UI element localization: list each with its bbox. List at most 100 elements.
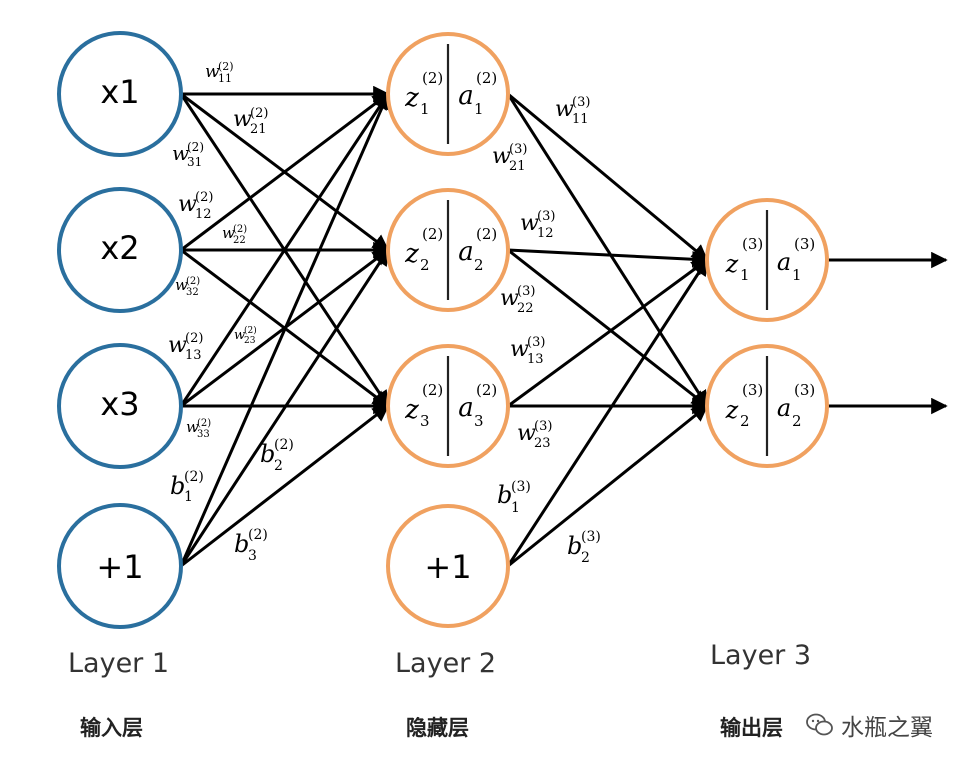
layer-2-label: Layer 2 <box>395 648 497 679</box>
svg-text:21: 21 <box>250 122 267 137</box>
svg-text:w: w <box>500 286 519 311</box>
svg-text:(2): (2) <box>195 190 213 205</box>
svg-text:z: z <box>725 250 739 278</box>
label-w12-2: w (2) 12 <box>178 190 213 222</box>
label-b1-2: b (2) 1 <box>170 469 204 505</box>
label-w11-2: w (2) 11 <box>205 60 234 85</box>
svg-text:(3): (3) <box>509 142 527 157</box>
h2-z: z <box>404 239 419 269</box>
svg-text:b: b <box>260 440 275 468</box>
input-x2-label: x2 <box>100 229 139 267</box>
svg-text:w: w <box>517 421 536 446</box>
svg-text:2: 2 <box>420 256 430 274</box>
label-w31-2: w (2) 31 <box>172 140 204 169</box>
hidden-node-3: z (2) 3 a (2) 3 <box>386 344 510 468</box>
h2-a-sub: 2 <box>474 256 484 274</box>
svg-text:w: w <box>172 141 189 165</box>
input-layer-cn-label: 输入层 <box>80 716 143 740</box>
edge-l2-4-to-o2 <box>507 404 709 568</box>
svg-text:w: w <box>168 333 187 358</box>
input-x3-label: x3 <box>100 385 139 423</box>
svg-text:(2): (2) <box>187 140 204 154</box>
svg-text:1: 1 <box>792 266 802 284</box>
svg-text:12: 12 <box>195 207 212 222</box>
h1-z-sup: (2) <box>422 69 443 87</box>
edge-l1-3-to-h1 <box>179 92 390 407</box>
o2-a: a <box>777 394 791 422</box>
hidden-bias-node: +1 <box>386 504 510 628</box>
svg-text:(3): (3) <box>572 95 590 110</box>
output-layer: z (3) 1 a (3) 1 z (3) 2 a (3) 2 <box>705 198 829 468</box>
h1-z: z <box>404 83 419 113</box>
svg-text:2: 2 <box>474 256 484 274</box>
h3-z-sup: (2) <box>422 381 443 399</box>
svg-text:w: w <box>234 328 245 343</box>
svg-text:b: b <box>567 532 582 560</box>
svg-text:1: 1 <box>740 266 750 284</box>
svg-text:(3): (3) <box>511 479 531 495</box>
svg-text:a: a <box>777 394 791 422</box>
svg-text:(3): (3) <box>517 284 535 299</box>
svg-text:33: 33 <box>197 429 210 440</box>
label-w23-2: w (2) 23 <box>234 325 257 346</box>
svg-text:3: 3 <box>420 412 430 430</box>
h1-a-sup: (2) <box>476 69 497 87</box>
svg-text:z: z <box>404 395 419 425</box>
svg-text:a: a <box>458 81 474 111</box>
h3-z-sub: 3 <box>420 412 430 430</box>
h3-a-sup: (2) <box>476 381 497 399</box>
o1-a: a <box>777 248 791 276</box>
o2-z-sub: 2 <box>740 412 750 430</box>
label-w13-3: w (3) 13 <box>510 335 545 367</box>
svg-text:(2): (2) <box>274 437 294 453</box>
output-node-2: z (3) 2 a (3) 2 <box>705 344 829 468</box>
edge-l2-1-to-o1 <box>507 92 709 262</box>
label-w21-3: w (3) 21 <box>492 142 527 174</box>
svg-text:31: 31 <box>187 155 202 169</box>
label-w23-3: w (3) 23 <box>517 419 552 451</box>
svg-text:w: w <box>186 418 199 436</box>
svg-text:(2): (2) <box>197 418 211 429</box>
svg-text:(3): (3) <box>527 335 545 350</box>
svg-text:3: 3 <box>474 412 484 430</box>
svg-text:11: 11 <box>218 72 232 85</box>
svg-text:z: z <box>725 396 739 424</box>
svg-text:11: 11 <box>572 112 589 127</box>
svg-text:21: 21 <box>509 159 526 174</box>
svg-text:(2): (2) <box>422 381 443 399</box>
svg-text:w: w <box>175 276 188 294</box>
svg-text:12: 12 <box>537 226 554 241</box>
svg-text:1: 1 <box>511 500 520 516</box>
h3-a: a <box>458 393 474 423</box>
svg-text:+1: +1 <box>96 548 143 586</box>
svg-text:b: b <box>234 530 249 558</box>
svg-text:1: 1 <box>474 100 484 118</box>
layer-3-label: Layer 3 <box>710 640 812 671</box>
svg-text:a: a <box>777 248 791 276</box>
svg-text:1: 1 <box>184 489 193 505</box>
layer1-weight-labels: w (2) 11 w (2) 21 w (2) 31 w (2) 12 w (2… <box>168 60 294 564</box>
label-w13-2: w (2) 13 <box>168 331 203 363</box>
label-w33-2: w (2) 33 <box>186 418 211 440</box>
hidden-layer-cn-label: 隐藏层 <box>406 716 469 740</box>
input-layer: x1 x2 x3 +1 <box>57 31 183 629</box>
svg-text:2: 2 <box>792 412 802 430</box>
h3-z: z <box>404 395 419 425</box>
h1-a-sub: 1 <box>474 100 484 118</box>
svg-text:(2): (2) <box>244 325 257 336</box>
svg-text:z: z <box>404 83 419 113</box>
label-w22-2: w (2) 22 <box>222 224 247 246</box>
svg-text:w: w <box>205 62 220 82</box>
edge-l1-4-to-h3 <box>180 404 390 568</box>
svg-text:+1: +1 <box>424 548 471 586</box>
h2-a-sup: (2) <box>476 225 497 243</box>
h3-a-sub: 3 <box>474 412 484 430</box>
label-w21-2: w (2) 21 <box>233 106 268 137</box>
output-layer-cn-label: 输出层 <box>720 716 783 740</box>
svg-text:(2): (2) <box>218 60 234 73</box>
input-node-x3: x3 <box>57 343 183 469</box>
svg-text:b: b <box>497 481 512 509</box>
svg-text:22: 22 <box>517 301 534 316</box>
svg-text:(3): (3) <box>581 529 601 545</box>
